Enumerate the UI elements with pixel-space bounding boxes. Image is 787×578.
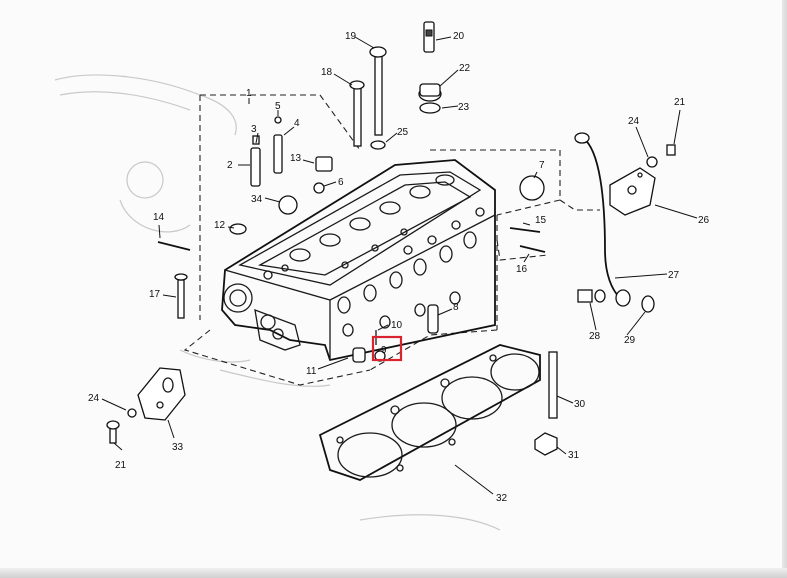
label-23: 23 [458, 102, 470, 113]
cylinder-head [221, 159, 496, 362]
label-16: 16 [516, 264, 528, 275]
label-28: 28 [589, 331, 601, 342]
label-4: 4 [294, 118, 300, 129]
assembly-boundary [183, 94, 600, 386]
label-6: 6 [338, 177, 344, 188]
label-25: 25 [397, 127, 409, 138]
page-edge-right [782, 0, 787, 578]
label-27: 27 [668, 270, 680, 281]
label-29: 29 [624, 335, 636, 346]
label-1: 1 [246, 88, 252, 99]
label-7: 7 [539, 160, 545, 171]
label-14: 14 [153, 212, 165, 223]
label-17: 17 [149, 289, 161, 300]
label-13: 13 [290, 153, 302, 164]
label-5: 5 [275, 101, 281, 112]
label-19: 19 [345, 31, 357, 42]
small-parts-top [157, 21, 546, 363]
label-31: 31 [568, 450, 580, 461]
label-12: 12 [214, 220, 226, 231]
show-through-ghost [54, 74, 501, 531]
stud-and-nut [534, 351, 558, 456]
label-21-bottom: 21 [115, 460, 127, 471]
label-3: 3 [251, 124, 257, 135]
label-30: 30 [574, 399, 586, 410]
label-15: 15 [535, 215, 547, 226]
label-34: 34 [251, 194, 263, 205]
label-22: 22 [459, 63, 471, 74]
label-20: 20 [453, 31, 465, 42]
head-gasket [318, 344, 541, 481]
highlight-box-part-9 [371, 335, 403, 362]
label-24-top: 24 [628, 116, 640, 127]
label-2: 2 [227, 160, 233, 171]
page-edge-bottom [0, 568, 787, 578]
label-8: 8 [453, 302, 459, 313]
label-9: 9 [381, 345, 387, 356]
label-33: 33 [172, 442, 184, 453]
label-10: 10 [391, 320, 403, 331]
label-32: 32 [496, 493, 508, 504]
label-24-left: 24 [88, 393, 100, 404]
bracket-left [106, 367, 186, 444]
label-11: 11 [306, 366, 317, 377]
part-labels: 1 2 3 4 5 6 7 8 9 10 11 12 13 14 15 16 1… [88, 31, 710, 504]
label-18: 18 [321, 67, 333, 78]
label-21-top: 21 [674, 97, 686, 108]
label-26: 26 [698, 215, 710, 226]
pipe-and-bracket [574, 132, 676, 313]
leader-lines [101, 36, 698, 495]
